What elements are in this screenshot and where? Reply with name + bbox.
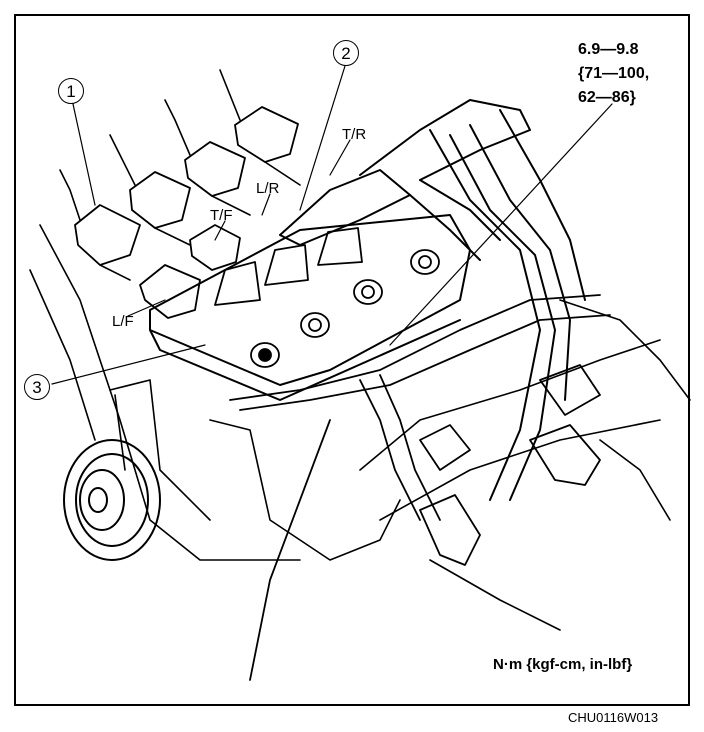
callout-1: 1	[58, 78, 84, 104]
plug-leads	[279, 99, 586, 501]
harness-connectors	[74, 106, 299, 319]
spark-plug-caps	[419, 364, 601, 566]
torque-line-2: {71—100,	[578, 65, 650, 82]
torque-line-3: 62—86}	[578, 89, 636, 106]
label-tr: T/R	[342, 126, 367, 143]
label-lf: L/F	[112, 313, 134, 330]
coil-towers	[214, 227, 440, 368]
figure-code: CHU0116W013	[568, 710, 659, 725]
diagram-frame	[14, 14, 690, 706]
label-lr: L/R	[256, 180, 280, 197]
harness-wires	[59, 69, 301, 281]
label-tf: T/F	[210, 207, 233, 224]
callout-3: 3	[24, 374, 50, 400]
torque-line-1: 6.9—9.8	[578, 41, 639, 58]
torque-units: N·m {kgf-cm, in-lbf}	[493, 656, 633, 673]
pulley	[63, 439, 161, 561]
leader-lines	[51, 65, 613, 385]
coil-pack-base	[149, 214, 471, 401]
torque-spec: 6.9—9.8 {71—100, 62—86}	[578, 38, 678, 110]
wiring-loom	[229, 294, 611, 681]
engine-block	[29, 224, 691, 631]
callout-2: 2	[333, 40, 359, 66]
